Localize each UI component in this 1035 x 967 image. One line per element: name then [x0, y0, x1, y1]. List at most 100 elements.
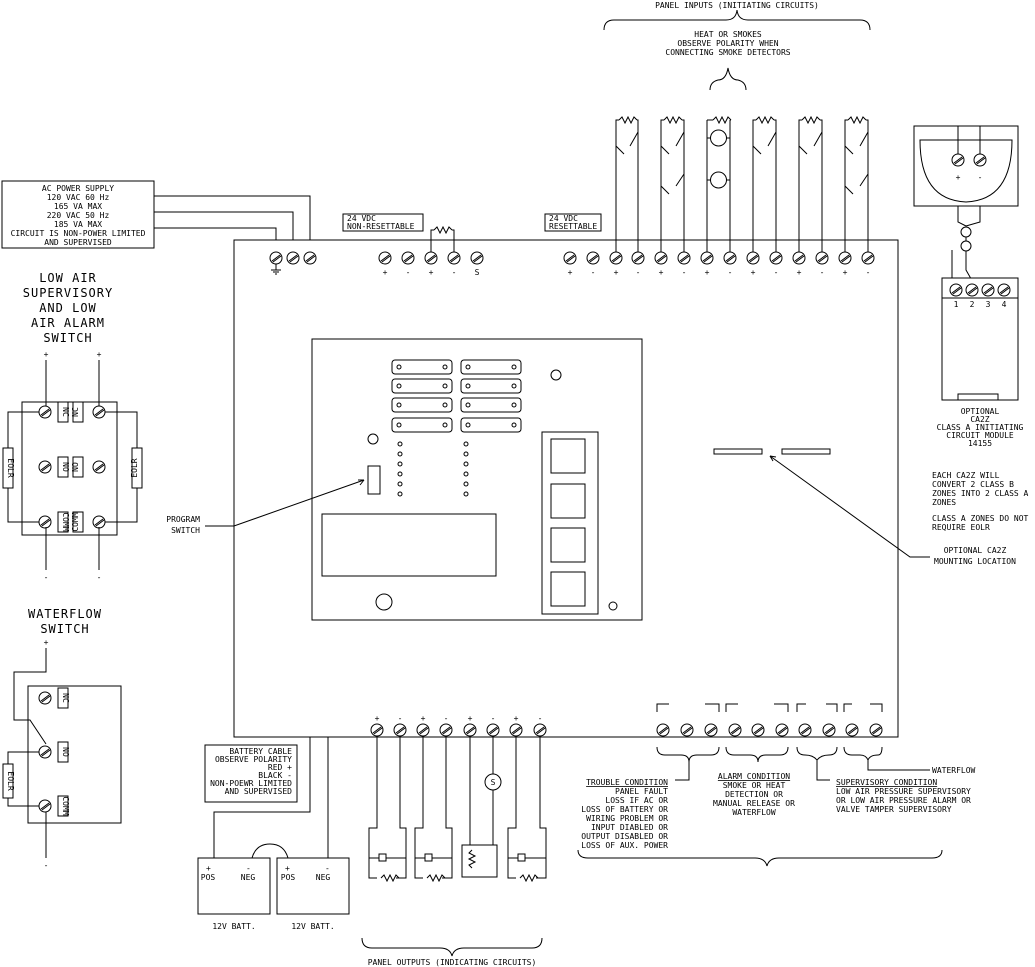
svg-text:AND SUPERVISED: AND SUPERVISED [225, 787, 293, 796]
dip-switch-bank [391, 359, 522, 497]
svg-text:SUPERVISORY: SUPERVISORY [23, 286, 113, 300]
switch-label: NO [71, 462, 80, 472]
end-of-line-resistor [663, 116, 683, 124]
dip-switch [391, 359, 453, 375]
initiating-device [706, 116, 732, 252]
dip-switch-body [391, 359, 453, 375]
end-of-line-resistor [801, 116, 821, 124]
svg-text:S: S [475, 268, 480, 277]
end-of-line-resistor [519, 874, 539, 882]
nonres-label-1: 24 VDC [347, 214, 376, 223]
switch-label: NC [61, 693, 70, 703]
input-terminal [723, 251, 737, 265]
polarity-sign: - [44, 573, 49, 582]
svg-text:POS: POS [281, 873, 296, 882]
smoke-detector-icon [710, 129, 727, 147]
dip-switch-dot [442, 422, 448, 428]
switch-label: COMM [61, 512, 70, 531]
input-terminal [563, 251, 577, 265]
output-terminal [393, 723, 407, 737]
svg-text:DETECTION OR: DETECTION OR [725, 790, 783, 799]
svg-text:PANEL FAULT: PANEL FAULT [615, 787, 668, 796]
non-resettable-label-box [342, 213, 424, 232]
terminal-sign: - [636, 268, 641, 277]
svg-text:165 VA MAX: 165 VA MAX [54, 202, 102, 211]
switch-label-box [57, 456, 69, 478]
relay-terminal [845, 723, 859, 737]
terminal-sign: - [398, 714, 403, 723]
relay-terminal [728, 723, 742, 737]
switch-label: COMM [71, 512, 80, 531]
relay-terminal [680, 723, 694, 737]
supervisory-condition: SUPERVISORY CONDITION LOW AIR PRESSURE S… [836, 778, 971, 814]
board-mount-hole [608, 601, 618, 611]
switch-label-box [72, 511, 84, 533]
indicator-led [397, 441, 403, 447]
switch-label-box [57, 401, 69, 423]
output-terminal [509, 723, 523, 737]
wire [660, 119, 664, 252]
dip-switch-body [391, 378, 453, 394]
wire [706, 120, 731, 252]
terminal-sign: - [538, 714, 543, 723]
bell-icon [484, 773, 502, 791]
program-switch[interactable] [367, 465, 381, 495]
heat-smokes-note-1: HEAT OR SMOKES [694, 30, 762, 39]
svg-text:POS: POS [201, 873, 216, 882]
keypad-button-1[interactable] [550, 438, 586, 474]
wire [798, 119, 802, 252]
board-mount-hole [550, 369, 562, 381]
input-terminal [631, 251, 645, 265]
input-terminal [861, 251, 875, 265]
board-mount-hole [375, 593, 393, 611]
dip-switch-dot [465, 422, 471, 428]
heat-detector-contact [798, 131, 823, 155]
wire [7, 411, 138, 523]
battery-2: + - POS NEG 12V BATT. [276, 857, 350, 931]
ca2z-module: + - 1 2 3 4 [913, 125, 1019, 401]
panel-inputs-label: PANEL INPUTS (INITIATING CIRCUITS) [655, 1, 819, 10]
svg-text:INPUT DIABLED OR: INPUT DIABLED OR [591, 823, 668, 832]
keypad-button-3[interactable] [550, 527, 586, 563]
terminal-sign: - [866, 268, 871, 277]
indicator-led [397, 481, 403, 487]
heat-detector-contact [660, 131, 685, 155]
output-terminal [463, 723, 477, 737]
svg-text:NEG: NEG [241, 873, 256, 882]
ac-power-supply-box [1, 180, 155, 249]
svg-text:PROGRAM: PROGRAM [166, 515, 200, 524]
indicator-led [397, 471, 403, 477]
terminal-sign: + [568, 268, 573, 277]
switch-terminal [38, 799, 52, 813]
svg-text:+: + [206, 864, 211, 873]
initiating-device [798, 116, 823, 252]
waterflow-relay-label: WATERFLOW [932, 766, 976, 775]
output-terminals: +-+-+-+- [370, 714, 547, 737]
svg-text:12V BATT.: 12V BATT. [212, 922, 255, 931]
dip-switch [391, 378, 453, 394]
dip-switch-dot [442, 402, 448, 408]
svg-text:LOW AIR PRESSURE SUPERVISORY: LOW AIR PRESSURE SUPERVISORY [836, 787, 971, 796]
eolr-label: EOLR [6, 771, 15, 790]
relay-terminal [656, 723, 670, 737]
keypad-button-4[interactable] [550, 571, 586, 607]
wire [414, 736, 424, 879]
svg-text:AND LOW: AND LOW [39, 301, 97, 315]
wire [536, 736, 547, 879]
ca2z-module-label: OPTIONAL CA2Z CLASS A INITIATING CIRCUIT… [937, 407, 1024, 448]
indicator-led [397, 491, 403, 497]
switch-terminal [38, 460, 52, 474]
indicator-led [463, 471, 469, 477]
wire [866, 119, 869, 252]
svg-text:-: - [452, 268, 457, 277]
svg-text:-: - [406, 268, 411, 277]
keypad-button-2[interactable] [550, 483, 586, 519]
switch-label: COMM [61, 796, 70, 815]
svg-text:AC POWER SUPPLY: AC POWER SUPPLY [42, 184, 114, 193]
wire [396, 736, 407, 879]
svg-text:-: - [978, 173, 983, 182]
ac-terminals [269, 251, 317, 275]
wire [368, 736, 378, 879]
svg-text:SWITCH: SWITCH [171, 526, 200, 535]
